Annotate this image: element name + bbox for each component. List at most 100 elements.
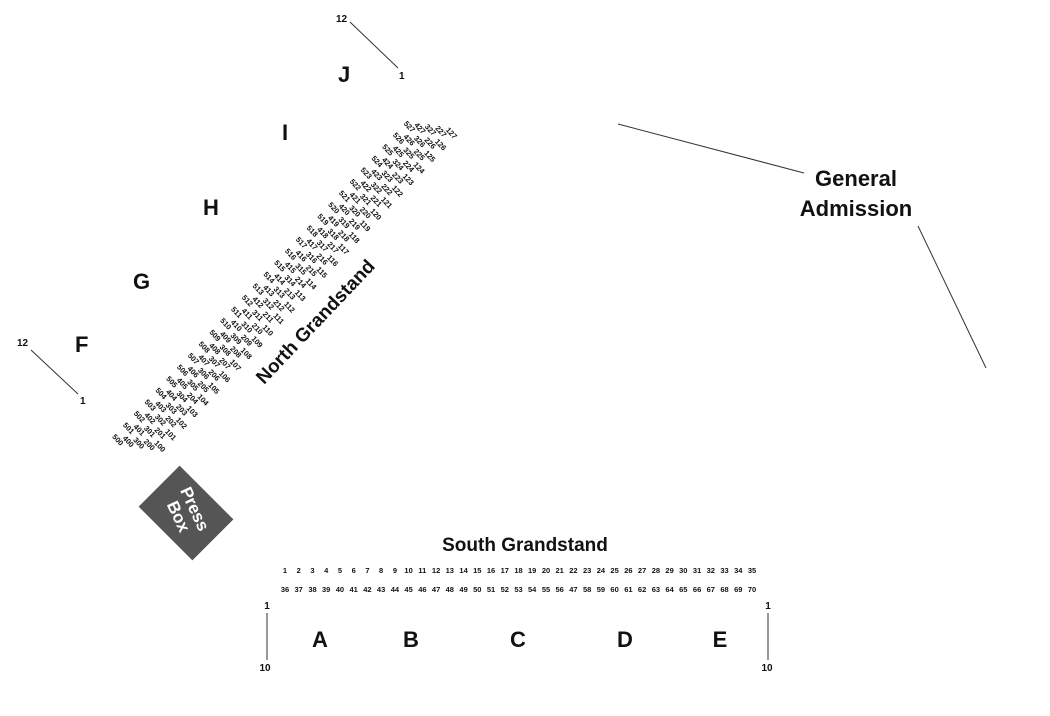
seat-number[interactable]: 62 <box>638 585 646 594</box>
seat-number[interactable]: 59 <box>597 585 605 594</box>
seat-number[interactable]: 34 <box>734 566 743 575</box>
seat-number[interactable]: 20 <box>542 566 550 575</box>
seat-number[interactable]: 7 <box>365 566 369 575</box>
seat-number[interactable]: 47 <box>432 585 440 594</box>
seat-number[interactable]: 513 <box>251 281 266 296</box>
seat-number[interactable]: 67 <box>707 585 715 594</box>
seat-number[interactable]: 60 <box>610 585 618 594</box>
seat-number[interactable]: 70 <box>748 585 756 594</box>
seat-number[interactable]: 3 <box>310 566 314 575</box>
seat-number[interactable]: 506 <box>175 363 190 378</box>
seat-number[interactable]: 54 <box>528 585 537 594</box>
seat-number[interactable]: 522 <box>348 177 363 192</box>
seat-number[interactable]: 44 <box>391 585 400 594</box>
seat-number[interactable]: 6 <box>352 566 356 575</box>
seat-number[interactable]: 503 <box>143 397 158 412</box>
seat-number[interactable]: 32 <box>707 566 715 575</box>
seat-number[interactable]: 507 <box>186 351 201 366</box>
seat-number[interactable]: 45 <box>404 585 412 594</box>
seat-number[interactable]: 12 <box>432 566 440 575</box>
seat-number[interactable]: 48 <box>446 585 454 594</box>
seat-number[interactable]: 33 <box>720 566 728 575</box>
seat-number[interactable]: 63 <box>652 585 660 594</box>
seat-number[interactable]: 38 <box>308 585 316 594</box>
seat-number[interactable]: 9 <box>393 566 397 575</box>
seat-number[interactable]: 64 <box>665 585 674 594</box>
seat-number[interactable]: 39 <box>322 585 330 594</box>
seat-number[interactable]: 520 <box>326 200 341 215</box>
seat-number[interactable]: 4 <box>324 566 329 575</box>
seat-number[interactable]: 69 <box>734 585 742 594</box>
seat-number[interactable]: 61 <box>624 585 632 594</box>
seat-number[interactable]: 521 <box>337 189 352 204</box>
seat-number[interactable]: 27 <box>638 566 646 575</box>
seat-number[interactable]: 525 <box>380 142 395 157</box>
seat-number[interactable]: 11 <box>418 566 426 575</box>
section-g[interactable]: G <box>133 269 150 294</box>
seat-number[interactable]: 21 <box>556 566 564 575</box>
seat-number[interactable]: 49 <box>459 585 467 594</box>
seat-number[interactable]: 31 <box>693 566 701 575</box>
seat-number[interactable]: 52 <box>501 585 509 594</box>
seat-number[interactable]: 518 <box>305 223 320 238</box>
seat-number[interactable]: 508 <box>197 339 212 354</box>
general-admission-area[interactable]: General Admission <box>617 123 987 369</box>
seat-number[interactable]: 10 <box>404 566 412 575</box>
section-d[interactable]: D <box>617 627 633 652</box>
seat-number[interactable]: 505 <box>164 374 179 389</box>
seat-number[interactable]: 527 <box>402 119 417 134</box>
seat-number[interactable]: 512 <box>240 293 255 308</box>
seat-number[interactable]: 514 <box>261 270 277 286</box>
seat-number[interactable]: 13 <box>446 566 454 575</box>
seat-number[interactable]: 35 <box>748 566 756 575</box>
seat-number[interactable]: 66 <box>693 585 701 594</box>
seat-number[interactable]: 23 <box>583 566 591 575</box>
seat-number[interactable]: 501 <box>121 421 136 436</box>
seat-number[interactable]: 37 <box>295 585 303 594</box>
seat-number[interactable]: 42 <box>363 585 371 594</box>
section-i[interactable]: I <box>282 120 288 145</box>
section-b[interactable]: B <box>403 627 419 652</box>
seat-number[interactable]: 17 <box>501 566 509 575</box>
seat-number[interactable]: 30 <box>679 566 687 575</box>
section-j[interactable]: J <box>338 62 350 87</box>
seat-number[interactable]: 16 <box>487 566 495 575</box>
seat-number[interactable]: 25 <box>610 566 618 575</box>
seat-number[interactable]: 24 <box>597 566 606 575</box>
seat-number[interactable]: 517 <box>294 235 309 250</box>
seat-number[interactable]: 46 <box>418 585 426 594</box>
seat-number[interactable]: 65 <box>679 585 687 594</box>
seat-number[interactable]: 28 <box>652 566 660 575</box>
seat-number[interactable]: 19 <box>528 566 536 575</box>
seat-number[interactable]: 58 <box>583 585 591 594</box>
seat-number[interactable]: 56 <box>556 585 564 594</box>
seat-number[interactable]: 22 <box>569 566 577 575</box>
seat-number[interactable]: 51 <box>487 585 495 594</box>
seat-number[interactable]: 55 <box>542 585 550 594</box>
seat-number[interactable]: 511 <box>229 305 244 320</box>
seat-number[interactable]: 47 <box>569 585 577 594</box>
seat-number[interactable]: 36 <box>281 585 289 594</box>
seat-number[interactable]: 1 <box>283 566 287 575</box>
seat-number[interactable]: 14 <box>459 566 468 575</box>
seat-number[interactable]: 500 <box>110 432 125 447</box>
section-c[interactable]: C <box>510 627 526 652</box>
seat-number[interactable]: 523 <box>359 165 374 180</box>
seat-number[interactable]: 526 <box>391 131 406 146</box>
seat-number[interactable]: 504 <box>153 386 169 402</box>
seat-number[interactable]: 68 <box>720 585 728 594</box>
section-h[interactable]: H <box>203 195 219 220</box>
section-f[interactable]: F <box>75 332 88 357</box>
seat-number[interactable]: 29 <box>665 566 673 575</box>
seat-number[interactable]: 519 <box>315 212 330 227</box>
seat-number[interactable]: 502 <box>132 409 147 424</box>
seat-number[interactable]: 50 <box>473 585 481 594</box>
seat-number[interactable]: 5 <box>338 566 342 575</box>
seat-number[interactable]: 43 <box>377 585 385 594</box>
seat-number[interactable]: 8 <box>379 566 383 575</box>
seat-number[interactable]: 18 <box>514 566 522 575</box>
seat-number[interactable]: 524 <box>369 154 385 170</box>
seat-number[interactable]: 40 <box>336 585 344 594</box>
seat-number[interactable]: 26 <box>624 566 632 575</box>
seat-number[interactable]: 510 <box>218 316 233 331</box>
